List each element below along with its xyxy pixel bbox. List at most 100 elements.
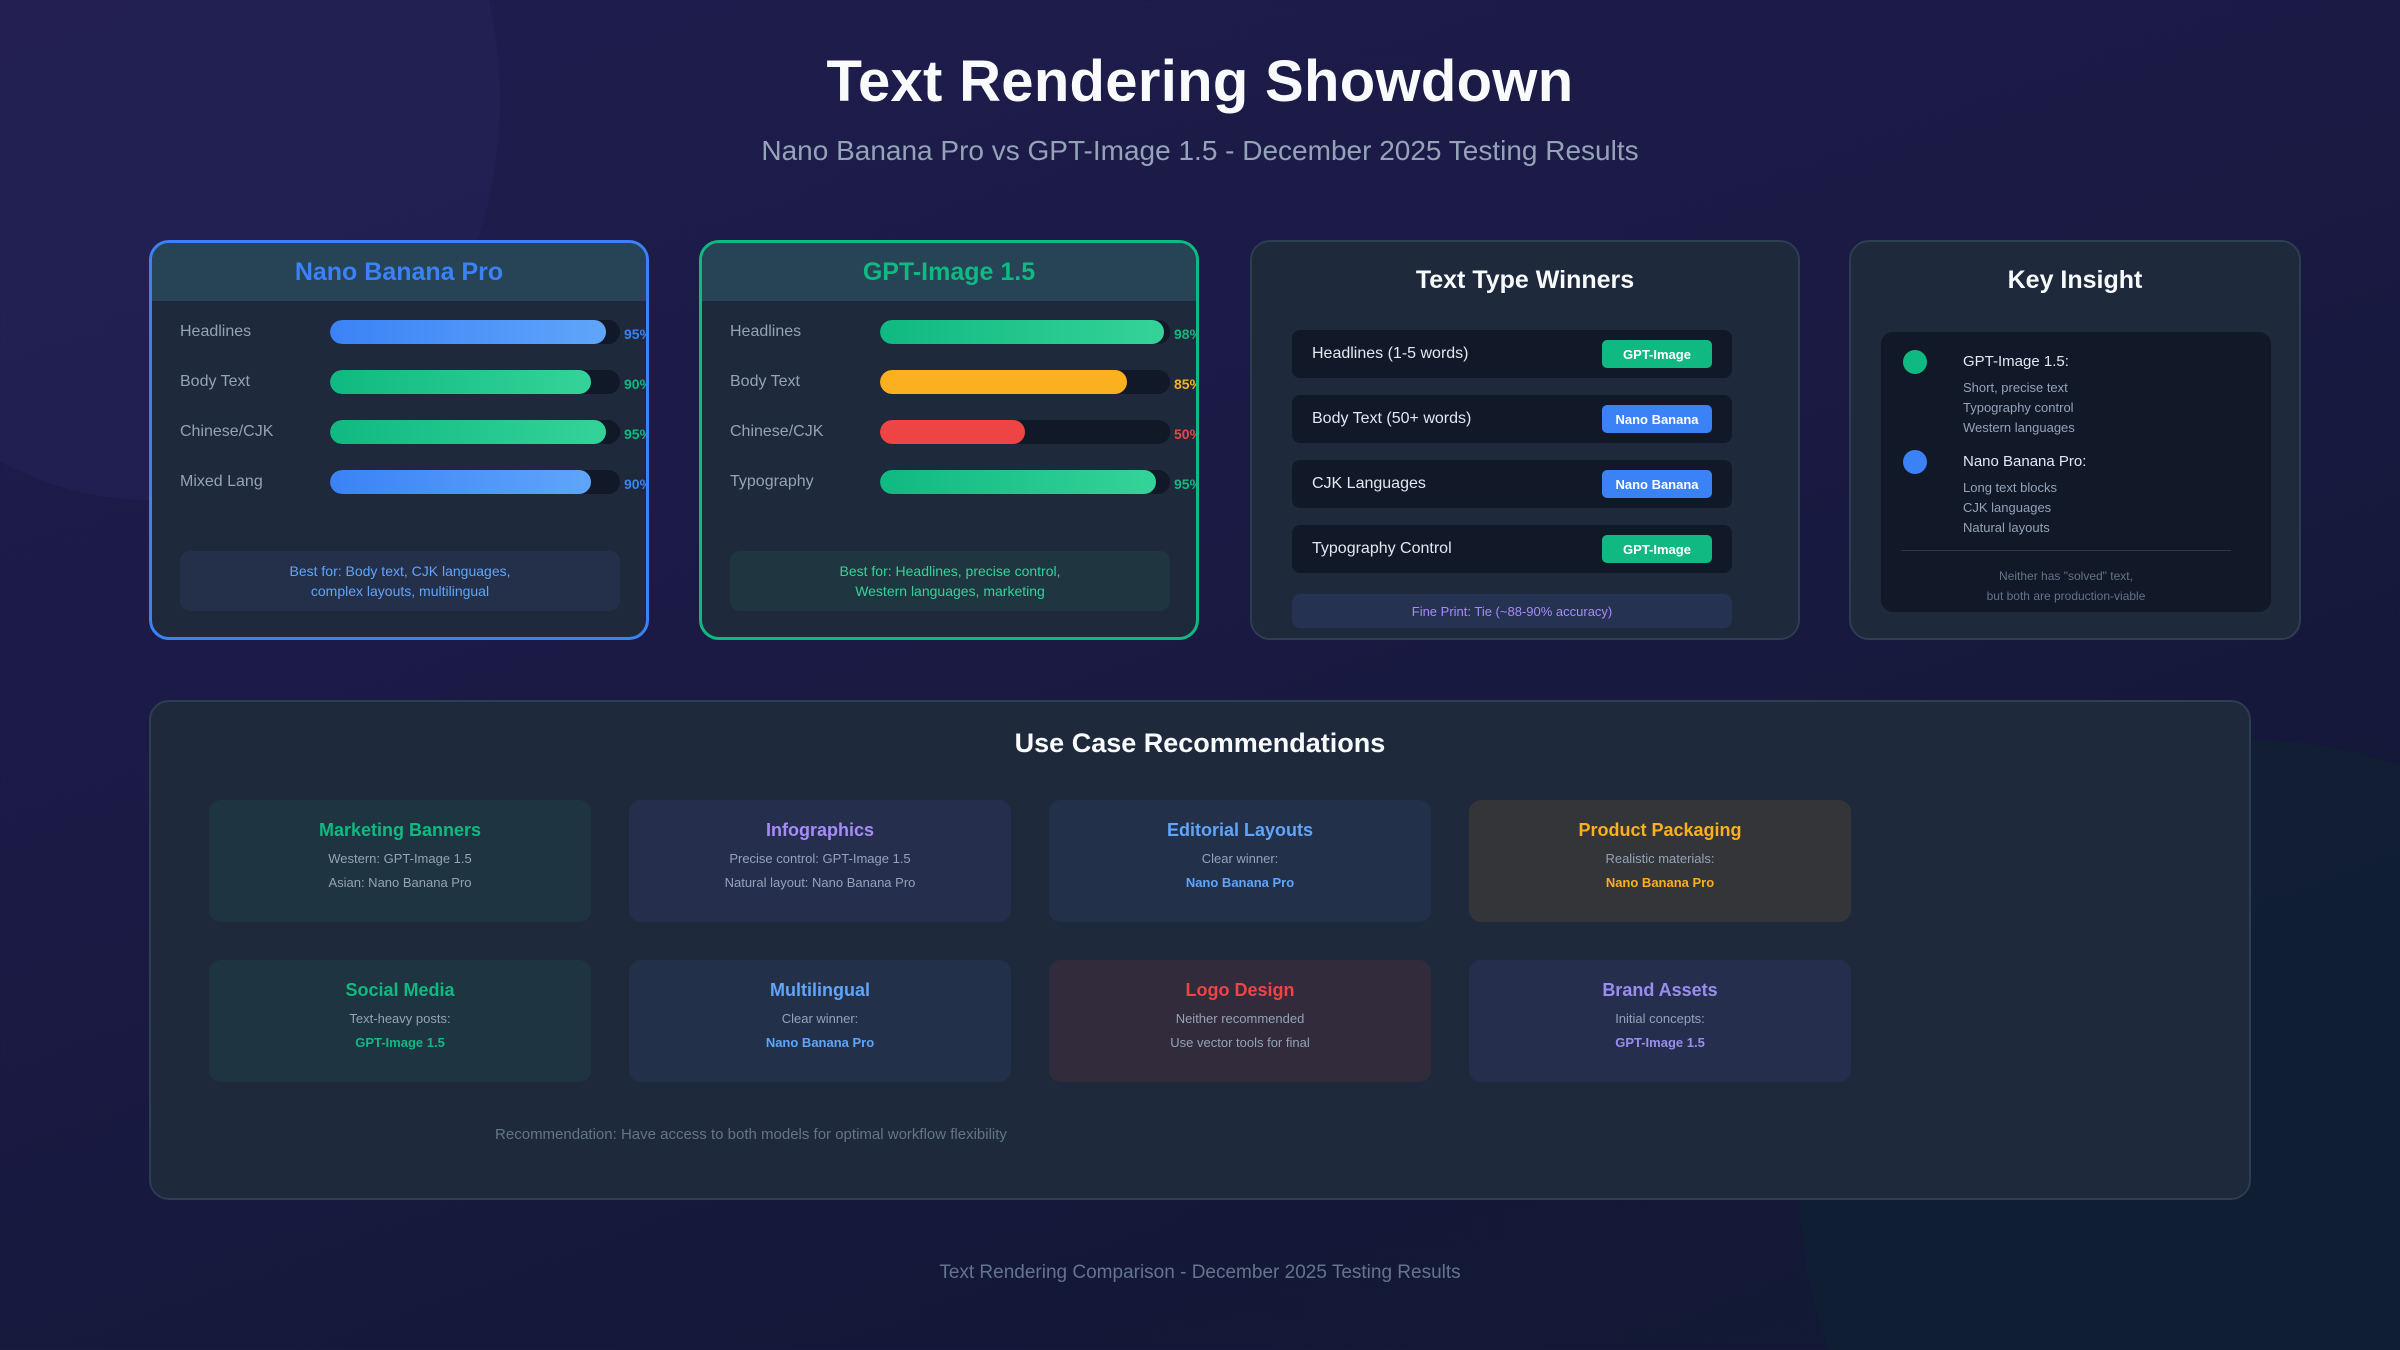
metric-value: 95%: [1174, 476, 1196, 492]
use-case-winner: Nano Banana Pro: [1605, 875, 1715, 890]
insight-lines: Long text blocks CJK languages Natural l…: [1963, 478, 2057, 538]
metric-label: Body Text: [180, 373, 250, 390]
insight-line: Long text blocks: [1963, 480, 2057, 495]
divider: [1901, 550, 2231, 551]
recommendation-note: Recommendation: Have access to both mode…: [495, 1126, 1007, 1143]
progress-fill: [330, 320, 606, 344]
metric-row: Typography 95%: [730, 470, 1196, 494]
insight-box: GPT-Image 1.5: Short, precise text Typog…: [1881, 332, 2271, 612]
page-subtitle: Nano Banana Pro vs GPT-Image 1.5 - Decem…: [761, 135, 1639, 166]
progress-fill: [880, 420, 1025, 444]
use-case-winner: Nano Banana Pro: [1185, 875, 1295, 890]
insight-footer: Neither has "solved" text, but both are …: [1881, 566, 2251, 606]
winner-row: Headlines (1-5 words) GPT-Image: [1292, 330, 1732, 378]
progress-bar: [330, 370, 620, 394]
use-case-line: Use vector tools for final: [1170, 1035, 1310, 1050]
winner-badge: GPT-Image: [1602, 535, 1712, 563]
page-header: Text Rendering Showdown Nano Banana Pro …: [0, 0, 2400, 167]
progress-fill: [330, 470, 591, 494]
fine-print-note: Fine Print: Tie (~88-90% accuracy): [1292, 594, 1732, 628]
progress-bar: [880, 320, 1170, 344]
model-card-nano-banana-pro: Nano Banana Pro Headlines 95% Body Text …: [149, 240, 649, 640]
metric-label: Chinese/CJK: [180, 423, 274, 440]
best-for-line: Best for: Body text, CJK languages,: [289, 563, 511, 579]
metric-row: Headlines 95%: [180, 320, 646, 344]
winner-row: CJK Languages Nano Banana: [1292, 460, 1732, 508]
use-case-line: Clear winner:: [781, 1011, 859, 1026]
use-case-title: Social Media: [345, 980, 455, 1000]
use-case-title: Brand Assets: [1602, 980, 1718, 1000]
metric-label: Mixed Lang: [180, 473, 263, 490]
metric-row: Mixed Lang 90%: [180, 470, 646, 494]
winner-category: Headlines (1-5 words): [1312, 345, 1469, 362]
use-case-recommendations: Use Case Recommendations Marketing Banne…: [149, 700, 2251, 1200]
metric-row: Body Text 85%: [730, 370, 1196, 394]
progress-bar: [330, 470, 620, 494]
metric-value: 98%: [1174, 326, 1196, 342]
use-case-line: Natural layout: Nano Banana Pro: [724, 875, 916, 890]
card-title: Text Type Winners: [1415, 266, 1635, 294]
metric-label: Headlines: [730, 323, 802, 340]
metric-value: 85%: [1174, 376, 1196, 392]
winner-row: Body Text (50+ words) Nano Banana: [1292, 395, 1732, 443]
metric-row: Chinese/CJK 50%: [730, 420, 1196, 444]
use-case-line: Realistic materials:: [1605, 851, 1715, 866]
use-case-line: Neither recommended: [1175, 1011, 1305, 1026]
use-case-title: Marketing Banners: [318, 820, 482, 840]
use-case-logo-design: Logo Design Neither recommended Use vect…: [1049, 960, 1431, 1082]
progress-fill: [330, 420, 606, 444]
metric-row: Body Text 90%: [180, 370, 646, 394]
metric-label: Headlines: [180, 323, 252, 340]
text-type-winners-card: Text Type Winners Headlines (1-5 words) …: [1250, 240, 1800, 640]
use-case-line: Precise control: GPT-Image 1.5: [729, 851, 911, 866]
section-title: Use Case Recommendations: [1014, 728, 1386, 758]
progress-bar: [880, 370, 1170, 394]
page-footer: Text Rendering Comparison - December 202…: [939, 1262, 1461, 1283]
use-case-marketing-banners: Marketing Banners Western: GPT-Image 1.5…: [209, 800, 591, 922]
use-case-line: Western: GPT-Image 1.5: [328, 851, 472, 866]
progress-fill: [330, 370, 591, 394]
use-case-title: Product Packaging: [1578, 820, 1742, 840]
use-case-winner: Nano Banana Pro: [765, 1035, 875, 1050]
model-card-gpt-image: GPT-Image 1.5 Headlines 98% Body Text 85…: [699, 240, 1199, 640]
best-for-line: Western languages, marketing: [855, 583, 1045, 599]
metric-value: 95%: [624, 326, 646, 342]
use-case-title: Multilingual: [770, 980, 870, 1000]
progress-bar: [330, 320, 620, 344]
winner-badge: Nano Banana: [1602, 405, 1712, 433]
use-case-editorial-layouts: Editorial Layouts Clear winner: Nano Ban…: [1049, 800, 1431, 922]
best-for-note: Best for: Body text, CJK languages, comp…: [180, 551, 620, 611]
card-title: Key Insight: [2007, 266, 2143, 294]
winner-category: Typography Control: [1312, 540, 1452, 557]
use-case-social-media: Social Media Text-heavy posts: GPT-Image…: [209, 960, 591, 1082]
insight-lines: Short, precise text Typography control W…: [1963, 378, 2075, 438]
winner-badge: GPT-Image: [1602, 340, 1712, 368]
insight-line: CJK languages: [1963, 500, 2052, 515]
winner-category: Body Text (50+ words): [1312, 410, 1472, 427]
key-insight-card: Key Insight GPT-Image 1.5: Short, precis…: [1849, 240, 2301, 640]
use-case-line: Text-heavy posts:: [349, 1011, 451, 1026]
metric-value: 50%: [1174, 426, 1196, 442]
green-dot-icon: [1903, 350, 1927, 374]
insight-line: Natural layouts: [1963, 520, 2050, 535]
model-card-title: GPT-Image 1.5: [702, 243, 1196, 301]
use-case-line: Asian: Nano Banana Pro: [328, 875, 472, 890]
insight-heading: Nano Banana Pro:: [1963, 453, 2087, 470]
best-for-note: Best for: Headlines, precise control, We…: [730, 551, 1170, 611]
use-case-brand-assets: Brand Assets Initial concepts: GPT-Image…: [1469, 960, 1851, 1082]
use-case-title: Logo Design: [1185, 980, 1295, 1000]
winner-category: CJK Languages: [1312, 475, 1426, 492]
use-case-line: Clear winner:: [1201, 851, 1279, 866]
best-for-line: complex layouts, multilingual: [310, 583, 490, 599]
page-title: Text Rendering Showdown: [826, 49, 1574, 114]
metric-label: Chinese/CJK: [730, 423, 824, 440]
metric-row: Headlines 98%: [730, 320, 1196, 344]
model-card-title: Nano Banana Pro: [152, 243, 646, 301]
metric-row: Chinese/CJK 95%: [180, 420, 646, 444]
use-case-winner: GPT-Image 1.5: [1615, 1035, 1705, 1050]
winner-badge: Nano Banana: [1602, 470, 1712, 498]
insight-line: Western languages: [1963, 420, 2075, 435]
insight-footer-line: Neither has "solved" text,: [1999, 569, 2133, 583]
use-case-line: Initial concepts:: [1615, 1011, 1705, 1026]
progress-bar: [880, 420, 1170, 444]
